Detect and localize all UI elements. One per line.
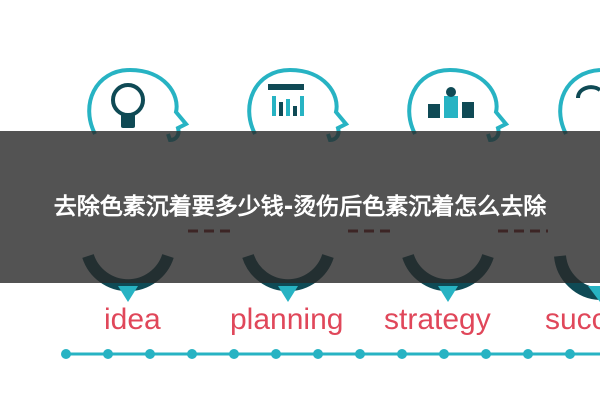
timeline	[61, 349, 600, 359]
step-label-idea: idea	[104, 303, 161, 336]
step-label-strategy: strategy	[384, 303, 491, 336]
head-profile-icon	[247, 67, 350, 143]
lightbulb-icon	[111, 83, 145, 128]
page-title: 去除色素沉着要多少钱-烫伤后色素沉着怎么去除	[53, 193, 547, 220]
head-profile-icon	[87, 67, 190, 143]
step-label-planning: planning	[230, 303, 344, 336]
head-profile-icon	[558, 68, 600, 135]
title-banner: 去除色素沉着要多少钱-烫伤后色素沉着怎么去除	[0, 131, 600, 283]
step-label-success: succ	[545, 303, 600, 336]
chess-pieces-icon	[428, 87, 474, 118]
document-chart-icon	[268, 84, 304, 116]
